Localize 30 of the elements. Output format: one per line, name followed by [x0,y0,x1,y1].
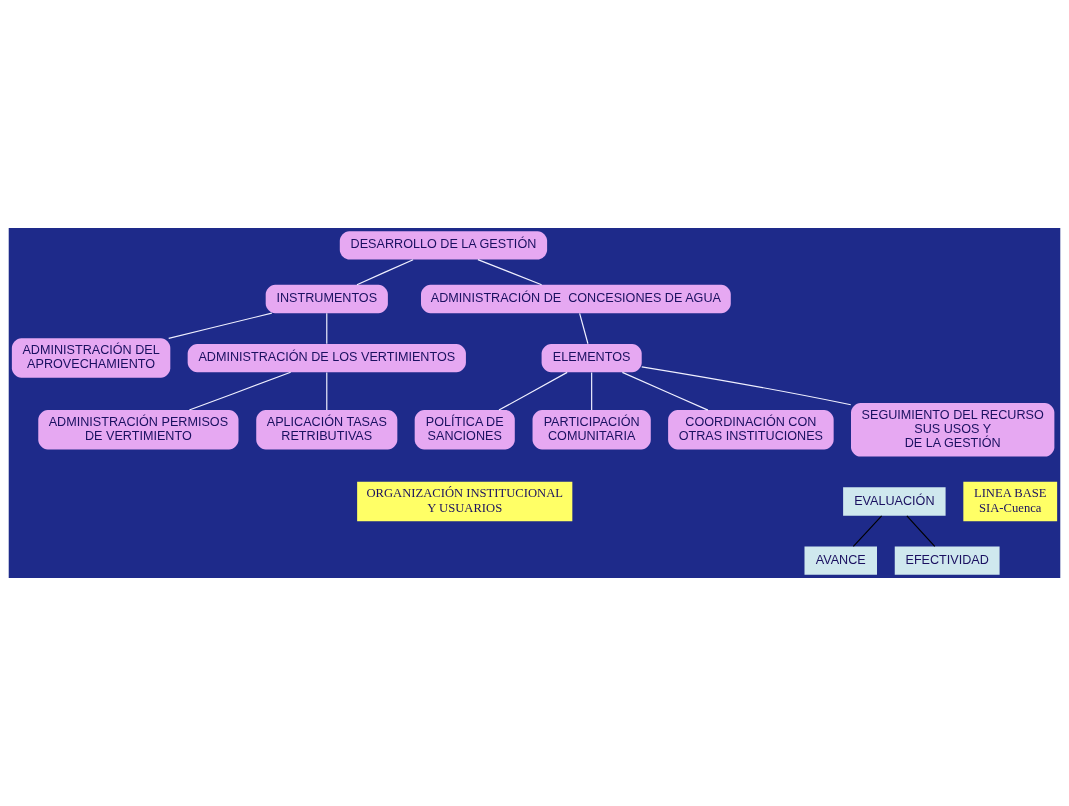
connector [621,371,709,411]
node-box: APLICACIÓN TASAS RETRIBUTIVAS [256,410,398,450]
node-box: DESARROLLO DE LA GESTIÓN [339,231,548,260]
connector [498,371,568,411]
node-box: EVALUACIÓN [843,487,946,516]
connector [591,371,593,411]
node-box: ADMINISTRACIÓN DEL APROVECHAMIENTO [11,338,171,378]
connector [188,371,292,411]
connector [579,312,589,345]
connector [852,515,883,547]
node-box: LINEA BASE SIA-Cuenca [963,481,1058,522]
connector [906,515,936,547]
node-box: ADMINISTRACIÓN PERMISOS DE VERTIMIENTO [38,410,239,450]
connector [326,371,328,411]
connector [477,259,543,286]
node-box: ORGANIZACIÓN INSTITUCIONAL Y USUARIOS [357,481,573,522]
node-box: ADMINISTRACIÓN DE LOS VERTIMIENTOS [187,343,466,373]
node-box: COORDINACIÓN CON OTRAS INSTITUCIONES [668,410,834,450]
node-box: SEGUIMIENTO DEL RECURSO SUS USOS Y DE LA GESTIÓN [851,403,1055,457]
node-box: AVANCE [804,546,877,575]
node-box: PARTICIPACIÓN COMUNITARIA [532,410,651,450]
node-box: ELEMENTOS [541,343,642,373]
node-box: POLÍTICA DE SANCIONES [414,410,515,450]
connector [326,312,328,345]
node-box: INSTRUMENTOS [265,284,388,314]
connector [641,366,852,406]
connector [356,259,414,286]
connector [168,312,273,339]
node-box: ADMINISTRACIÓN DE CONCESIONES DE AGUA [421,284,731,314]
node-box: EFECTIVIDAD [894,546,1000,575]
